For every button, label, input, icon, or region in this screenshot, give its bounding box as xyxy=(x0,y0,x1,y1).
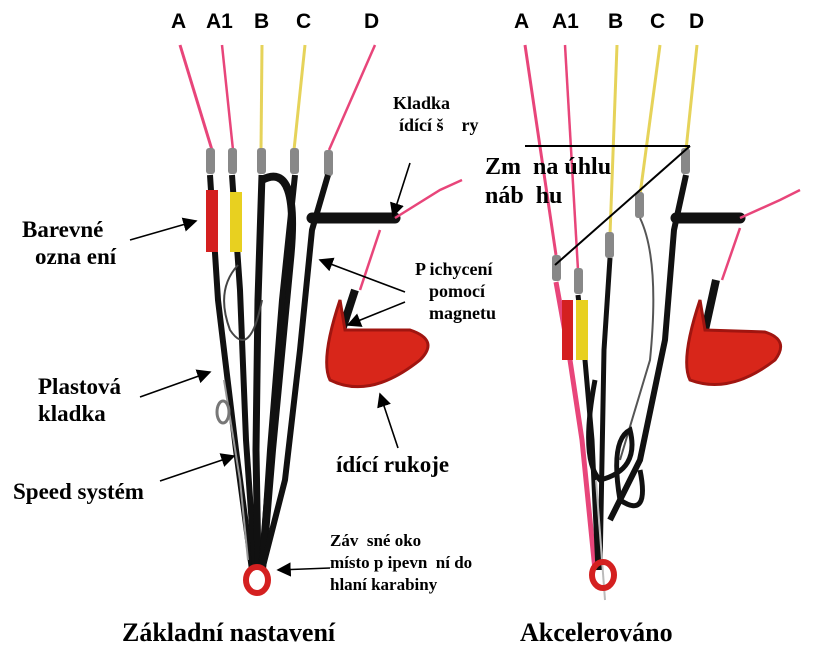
left-line-b xyxy=(261,45,262,150)
label-zmena: Zm na úhlu náb hu xyxy=(485,153,611,211)
right-line-c xyxy=(640,45,660,195)
label-magnet-line1: P ichycení xyxy=(415,258,496,280)
right-riser-label-b: B xyxy=(608,10,623,34)
left-riser-label-a1: A1 xyxy=(206,10,233,34)
right-link-c xyxy=(635,192,644,218)
label-plastova: Plastová kladka xyxy=(38,373,121,427)
right-red-band xyxy=(562,300,573,360)
label-zaves-line2: místo p ipevn ní do xyxy=(330,552,472,574)
label-kladka: Kladka ídící š ry xyxy=(393,92,479,136)
right-yellow-band xyxy=(576,300,588,360)
label-zaves-line1: Záv sné oko xyxy=(330,530,472,552)
left-link-a xyxy=(206,148,215,174)
right-riser-assembly xyxy=(525,45,800,600)
arrow-barevne xyxy=(130,221,196,240)
right-riser-label-d: D xyxy=(689,10,704,34)
left-riser-label-b: B xyxy=(254,10,269,34)
caption-default-setting: Základní nastavení xyxy=(122,618,335,648)
right-brake-line2 xyxy=(722,228,740,280)
label-zmena-line2: náb hu xyxy=(485,182,611,211)
arrow-speed xyxy=(160,456,234,481)
left-line-a xyxy=(180,45,212,150)
label-magnet-line2: pomocí xyxy=(429,280,496,302)
left-link-a1 xyxy=(228,148,237,174)
label-kladka-line1: Kladka xyxy=(393,92,479,114)
right-link-b xyxy=(605,232,614,258)
arrow-zaves xyxy=(278,568,330,570)
left-line-d xyxy=(329,45,375,150)
right-riser-label-c: C xyxy=(650,10,665,34)
label-magnet: P ichycení pomocí magnetu xyxy=(415,258,496,324)
right-link-a xyxy=(552,255,561,281)
label-barevne-line2: ozna ení xyxy=(35,243,116,270)
label-plastova-line2: kladka xyxy=(38,400,121,427)
label-plastova-line1: Plastová xyxy=(38,373,121,400)
right-handle-strap xyxy=(705,280,716,330)
left-link-b xyxy=(257,148,266,174)
label-speed: Speed systém xyxy=(13,478,144,505)
left-carabiner-loop xyxy=(246,567,268,593)
right-riser-b xyxy=(600,258,610,570)
label-zmena-line1: Zm na úhlu xyxy=(485,153,611,182)
label-rukojet: ídící rukoje xyxy=(336,451,449,478)
right-riser-label-a1: A1 xyxy=(552,10,579,34)
label-barevne: Barevné ozna ení xyxy=(22,216,116,270)
left-yellow-band xyxy=(230,192,242,252)
label-zaves: Záv sné oko místo p ipevn ní do hlaní ka… xyxy=(330,530,472,596)
label-kladka-line2: ídící š ry xyxy=(399,114,479,136)
left-riser-b xyxy=(256,175,262,570)
arrow-magnet-1 xyxy=(320,260,405,292)
right-link-a1 xyxy=(574,268,583,294)
arrow-plastova xyxy=(140,372,210,397)
arrow-kladka xyxy=(393,163,410,216)
right-brake-line xyxy=(740,190,800,218)
right-line-d xyxy=(686,45,697,150)
left-link-d xyxy=(324,150,333,176)
arrow-rukojet xyxy=(380,394,398,448)
left-pulley xyxy=(217,401,229,423)
right-riser-label-a: A xyxy=(514,10,529,34)
left-link-c xyxy=(290,148,299,174)
right-handle xyxy=(687,300,781,385)
caption-accelerated: Akcelerováno xyxy=(520,618,673,648)
left-riser-label-c: C xyxy=(296,10,311,34)
left-riser-label-a: A xyxy=(171,10,186,34)
arrow-magnet-2 xyxy=(348,302,405,325)
left-riser-label-d: D xyxy=(364,10,379,34)
label-magnet-line3: magnetu xyxy=(429,302,496,324)
left-red-band xyxy=(206,190,218,252)
left-line-c xyxy=(294,45,305,150)
label-zaves-line3: hlaní karabiny xyxy=(330,574,472,596)
right-line-a xyxy=(525,45,556,255)
left-line-a1 xyxy=(222,45,233,150)
label-barevne-line1: Barevné xyxy=(22,216,116,243)
left-brake-line xyxy=(395,180,462,218)
